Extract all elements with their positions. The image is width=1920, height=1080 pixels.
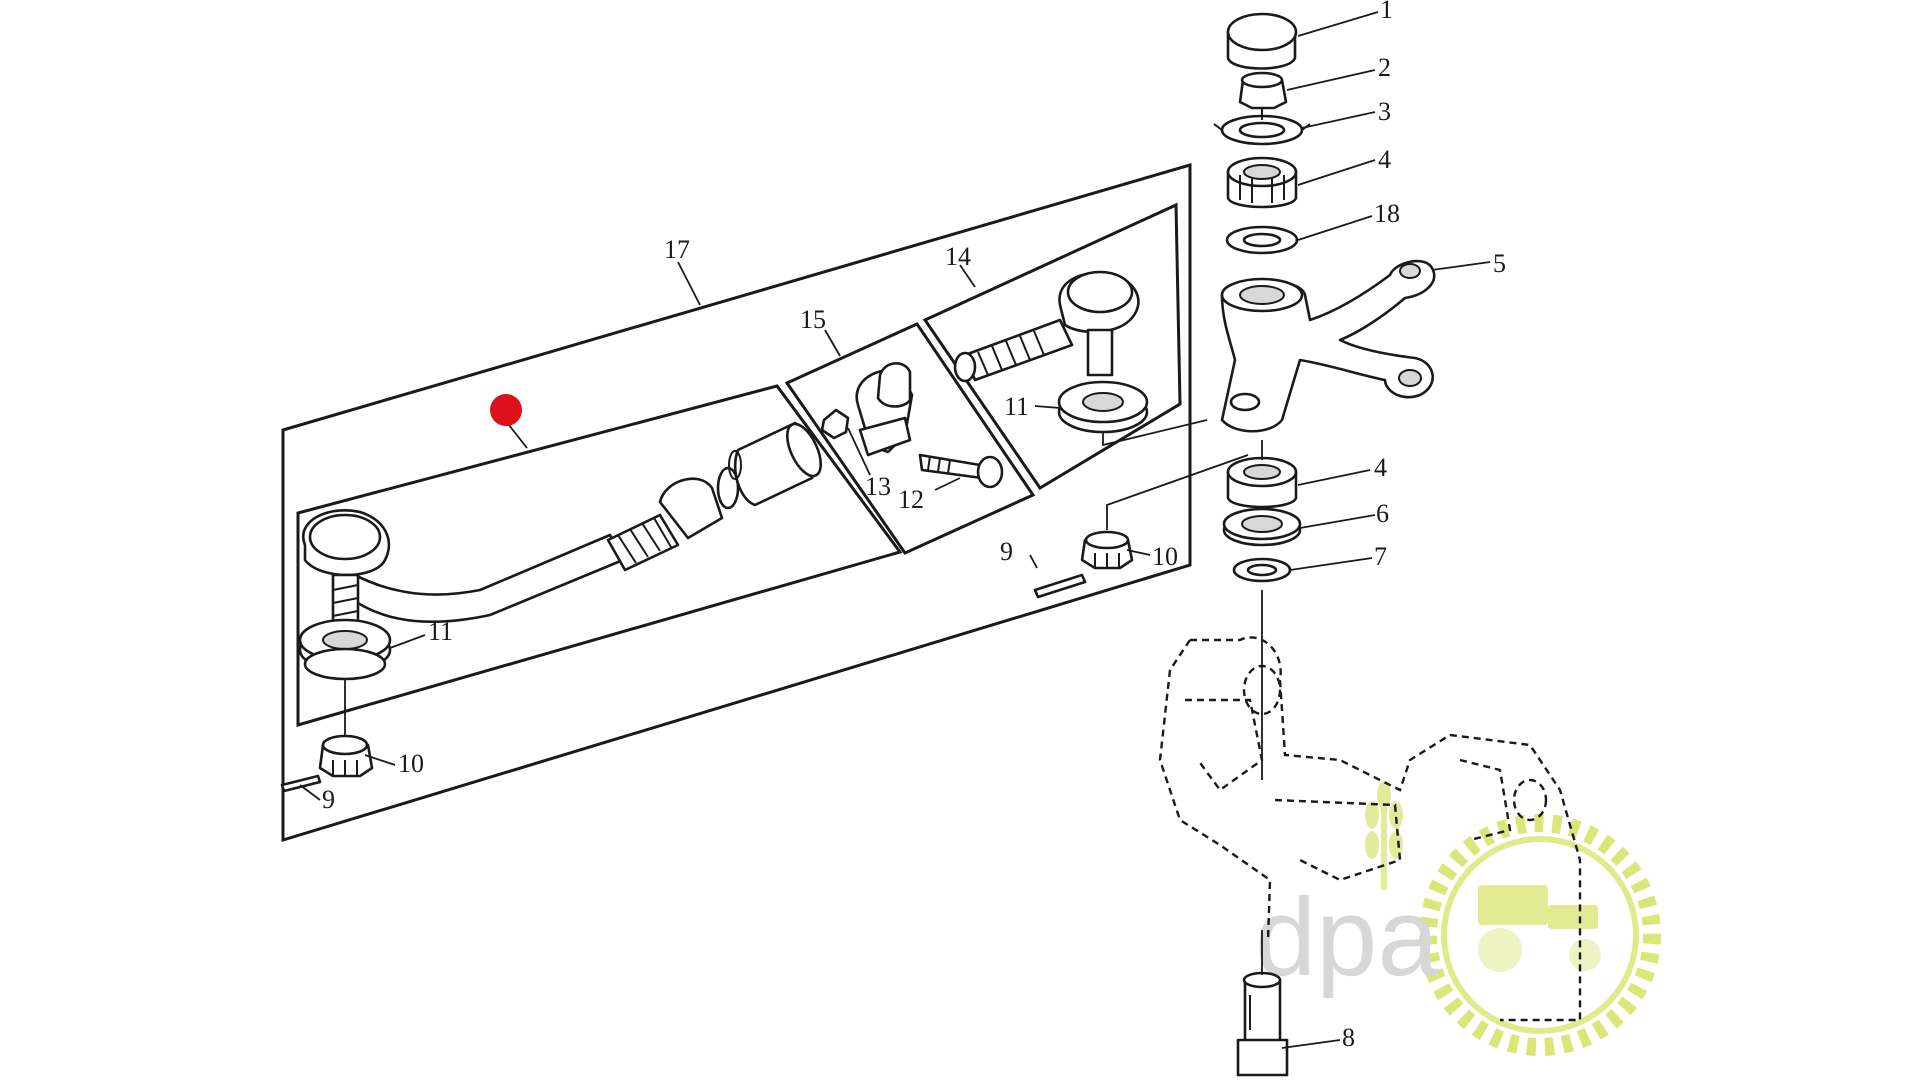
kingpin xyxy=(1236,971,1289,1077)
castle-nut-left xyxy=(318,734,374,778)
washer-lower xyxy=(1232,557,1292,583)
dust-seal-left xyxy=(298,618,392,681)
callout-10-right: 10 xyxy=(1152,542,1178,571)
callout-9-right: 9 xyxy=(1000,537,1013,566)
castle-nut-right xyxy=(1080,530,1134,570)
steering-arm xyxy=(1220,259,1436,433)
callout-9-left: 9 xyxy=(322,785,335,814)
callout-2: 2 xyxy=(1378,53,1391,82)
callout-13: 13 xyxy=(865,472,891,501)
callout-10-left: 10 xyxy=(398,749,424,778)
callout-12: 12 xyxy=(898,485,924,514)
leader-lines xyxy=(299,11,1491,1049)
callout-8: 8 xyxy=(1342,1023,1355,1052)
cotter-pin-left xyxy=(280,774,322,793)
dust-seal-right xyxy=(1057,380,1149,434)
callout-7: 7 xyxy=(1374,542,1387,571)
callout-4-upper: 4 xyxy=(1378,145,1391,174)
callout-17: 17 xyxy=(664,235,690,264)
callout-5: 5 xyxy=(1493,249,1506,278)
tractor-icon xyxy=(1478,885,1601,972)
tie-rod xyxy=(302,421,822,627)
dpa-watermark: dpa xyxy=(1255,781,1661,1056)
highlight-marker xyxy=(490,394,522,426)
dust-cap xyxy=(1226,12,1298,70)
callout-11-left: 11 xyxy=(428,617,453,646)
clamp-bolt xyxy=(918,453,1004,489)
callout-4-lower: 4 xyxy=(1374,453,1387,482)
clamp xyxy=(855,362,914,457)
tab-washer xyxy=(1213,108,1311,146)
seal xyxy=(1222,507,1302,547)
wheat-icon xyxy=(1365,781,1403,890)
tie-rod-assembly-frame xyxy=(281,162,1192,843)
tie-rod-end xyxy=(953,270,1140,383)
callout-18: 18 xyxy=(1374,199,1400,228)
callout-15: 15 xyxy=(800,305,826,334)
callout-3: 3 xyxy=(1378,97,1391,126)
callout-11-right: 11 xyxy=(1004,392,1029,421)
thrust-washer xyxy=(1225,225,1299,255)
slotted-nut xyxy=(1238,71,1288,110)
watermark-text: dpa xyxy=(1255,876,1439,999)
callout-14: 14 xyxy=(945,242,971,271)
callout-1: 1 xyxy=(1380,0,1393,24)
callout-6: 6 xyxy=(1376,499,1389,528)
bearing-upper xyxy=(1226,156,1298,209)
bearing-lower xyxy=(1226,456,1298,509)
cotter-pin-right xyxy=(1033,573,1087,599)
clamp-nut xyxy=(820,408,850,440)
